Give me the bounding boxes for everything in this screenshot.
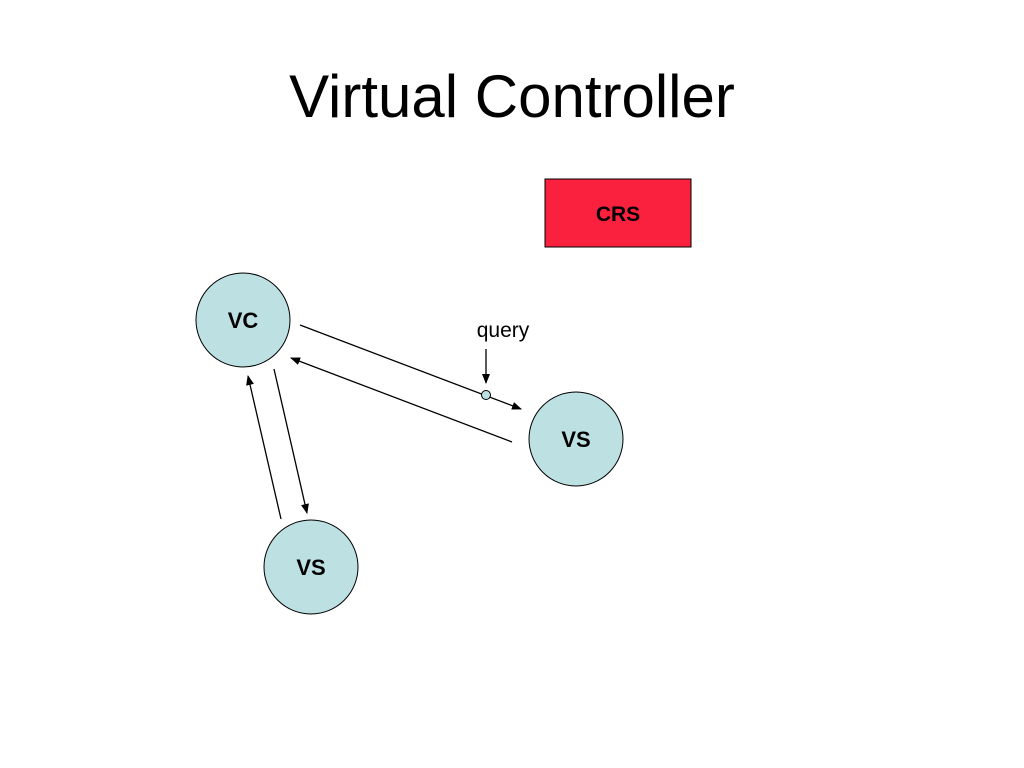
vc-node: VC [195,272,291,368]
vs-right-label: VS [561,427,590,452]
edge-vs-bottom-to-vc [246,375,282,520]
vs-bottom-label: VS [296,555,325,580]
crs-label: CRS [596,203,640,226]
vs-right-node: VS [528,391,624,487]
query-label: query [477,319,530,342]
crs-node: CRS [544,178,692,248]
edge-vs-right-to-vc [290,357,513,443]
vc-label: VC [228,308,259,333]
edge-vc-to-vs-bottom [273,368,309,514]
vs-bottom-node: VS [263,519,359,615]
query-annotation: query [477,319,530,400]
query-point [481,390,491,400]
slide-title: Virtual Controller [289,63,735,130]
